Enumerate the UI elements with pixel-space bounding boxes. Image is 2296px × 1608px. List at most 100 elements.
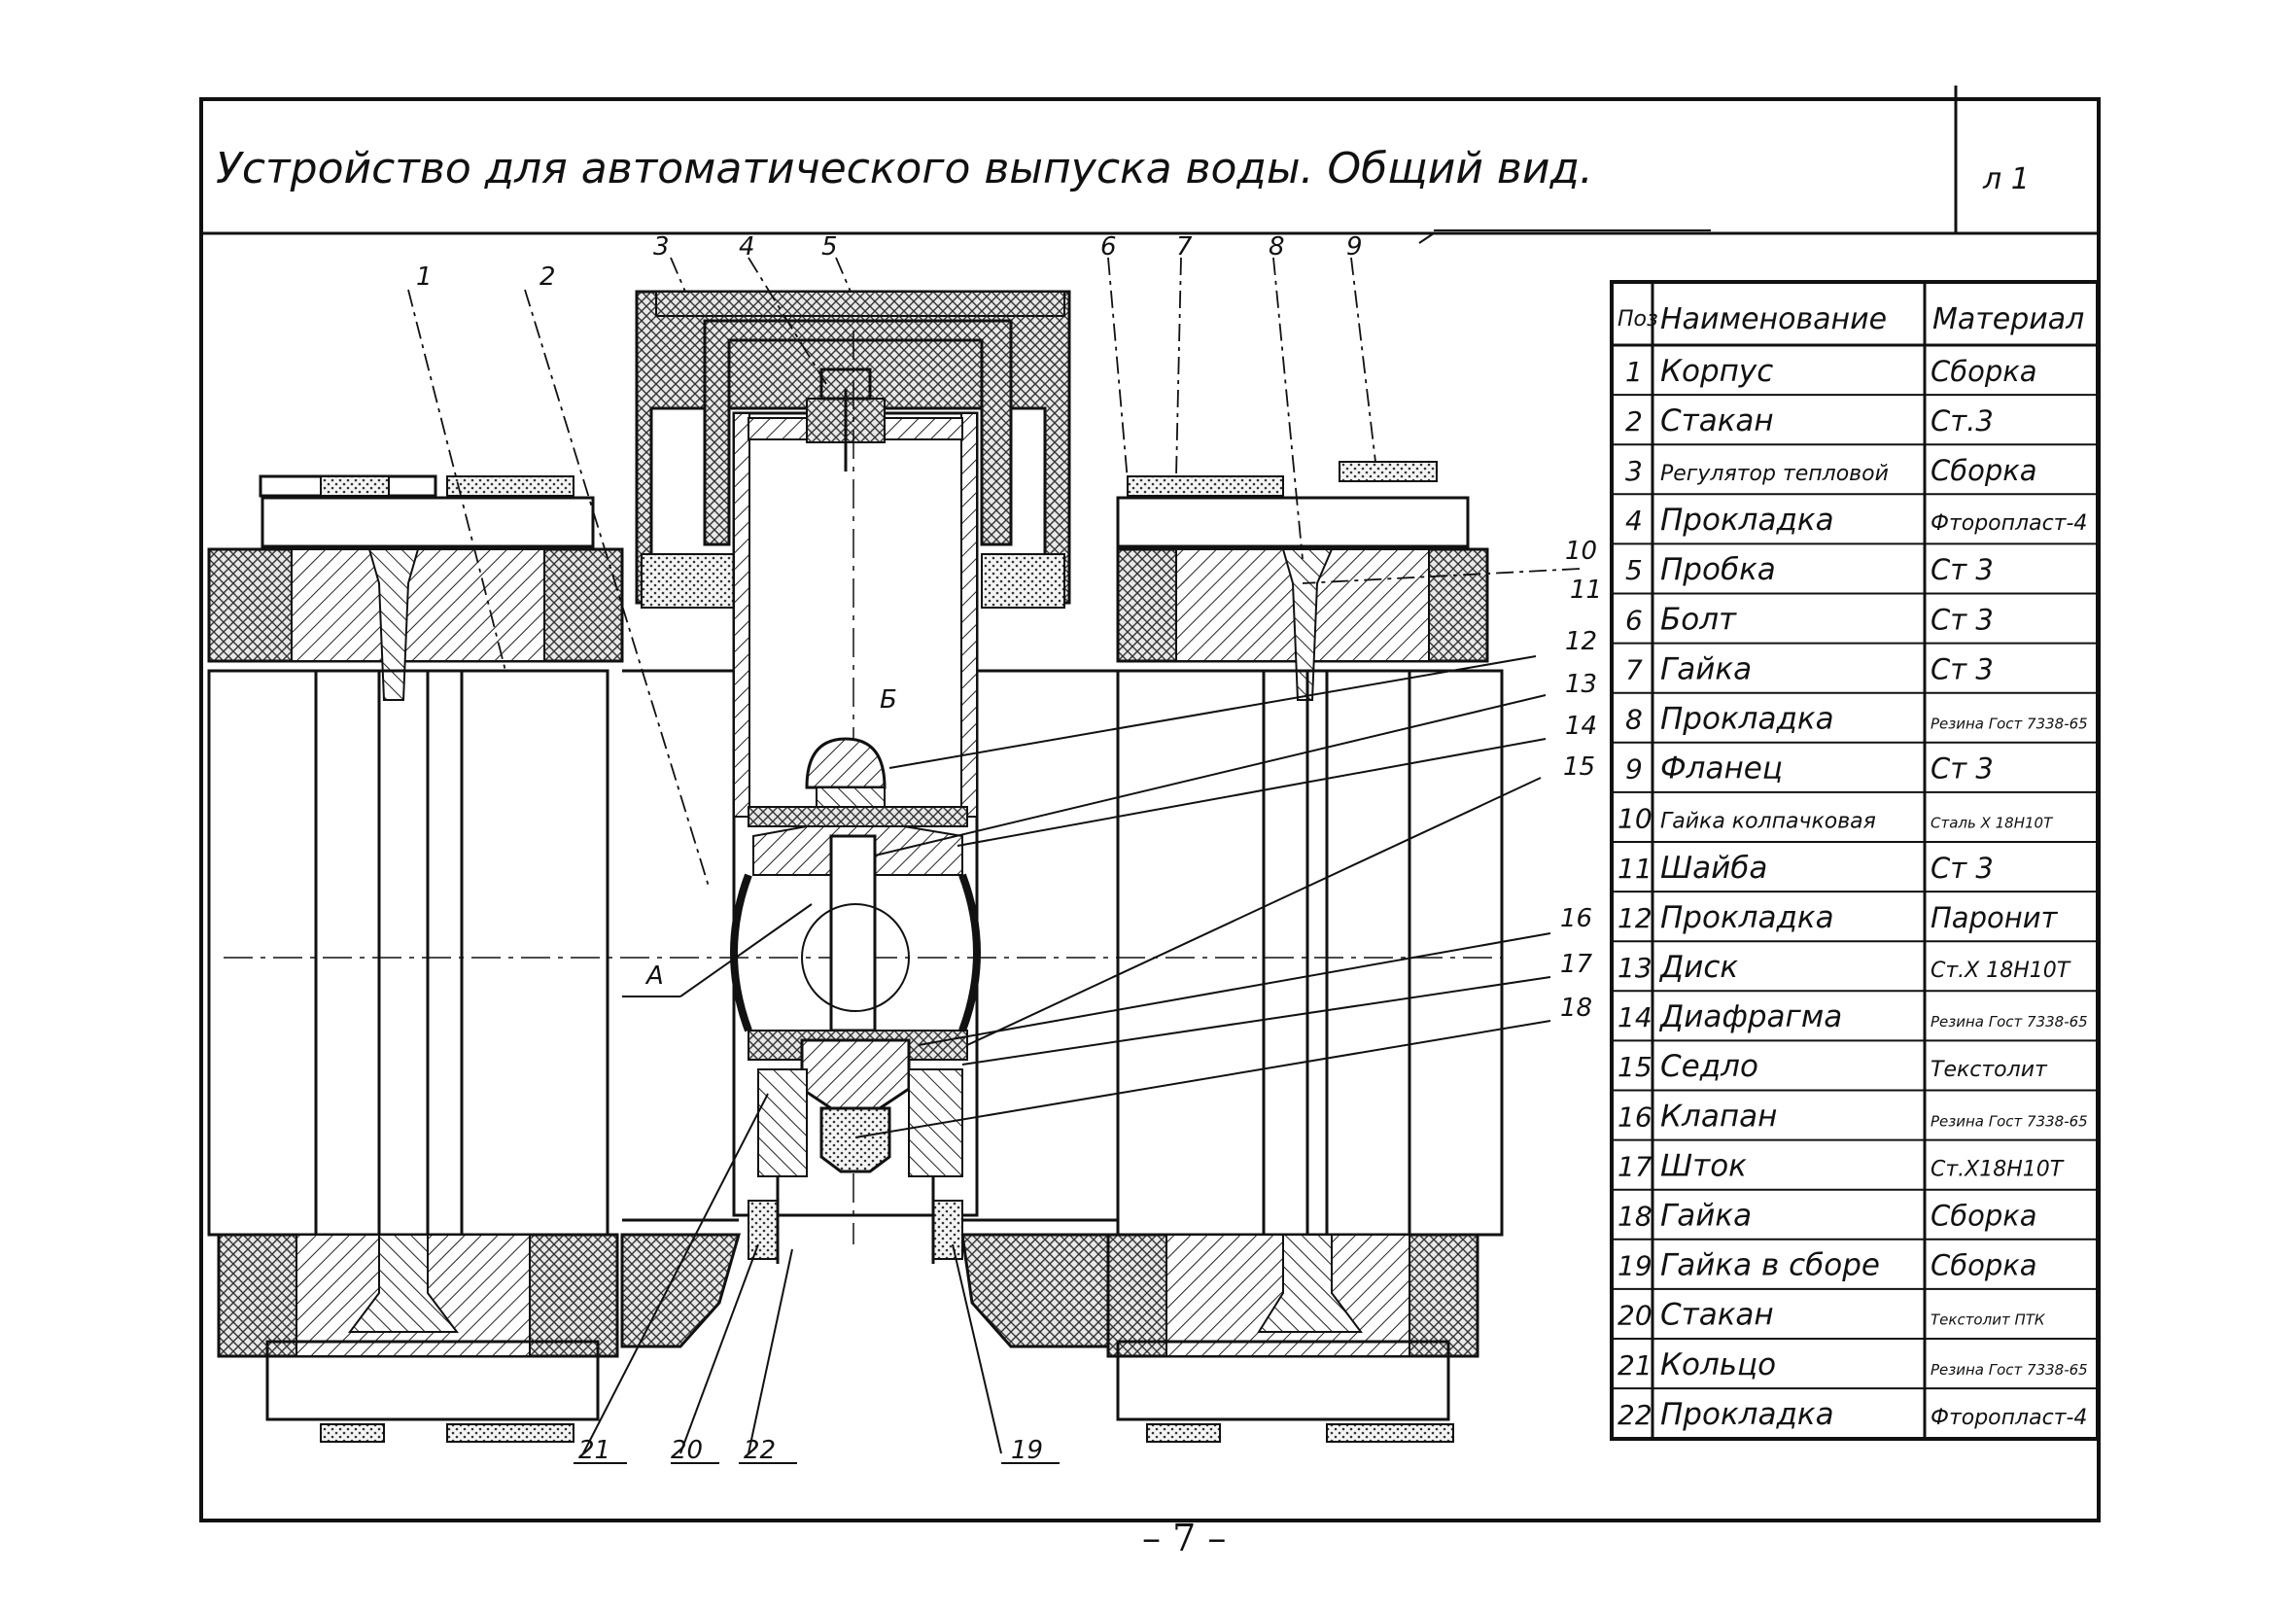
callout-11: 11	[1570, 576, 1602, 605]
callout-6: 6	[1100, 232, 1117, 262]
section-label-b: Б	[880, 685, 897, 715]
table-header-name: Наименование	[1660, 302, 1887, 336]
table-cell-pos: 22	[1618, 1399, 1652, 1431]
table-cell-pos: 1	[1625, 356, 1643, 388]
cylinder-2	[732, 331, 979, 1244]
table-cell-material: Резина Гост 7338-65	[1931, 1112, 2088, 1130]
callout-12: 12	[1565, 627, 1597, 656]
table-cell-material: Фторопласт-4	[1931, 1406, 2087, 1430]
table-cell-pos: 13	[1618, 952, 1652, 984]
table-cell-pos: 2	[1625, 405, 1643, 437]
table-cell-material: Ст 3	[1931, 752, 1994, 786]
callout-21: 21	[578, 1436, 610, 1465]
table-cell-material: Ст 3	[1931, 652, 1994, 685]
table-cell-material: Сборка	[1931, 1249, 2037, 1282]
callout-5: 5	[821, 232, 838, 262]
table-cell-pos: 18	[1618, 1200, 1652, 1232]
callout-numbers: 1 2 3 4 5 6 7 8 9 10 11 12 13 14 15 16 1…	[416, 232, 1602, 1465]
thermal-regulator-cap	[635, 290, 1071, 609]
table-cell-material: Ст 3	[1931, 553, 1994, 586]
table-cell-name: Болт	[1660, 602, 1737, 637]
table-cell-material: Фторопласт-4	[1931, 511, 2087, 536]
table-cell-name: Гайка колпачковая	[1660, 810, 1876, 834]
table-cell-pos: 11	[1618, 853, 1652, 885]
table-cell-material: Ст.Х18Н10Т	[1931, 1157, 2065, 1181]
table-cell-material: Текстолит ПТК	[1931, 1311, 2046, 1329]
table-cell-pos: 4	[1625, 505, 1643, 537]
callout-15: 15	[1563, 752, 1595, 782]
table-cell-pos: 19	[1618, 1250, 1652, 1282]
table-cell-material: Сталь Х 18Н10Т	[1931, 815, 2054, 832]
table-cell-material: Текстолит	[1931, 1058, 2048, 1082]
table-cell-material: Ст.Х 18Н10Т	[1931, 959, 2071, 983]
section-label-a: А	[644, 961, 664, 991]
callout-18: 18	[1560, 994, 1592, 1023]
table-cell-pos: 20	[1618, 1300, 1652, 1332]
callout-13: 13	[1565, 670, 1597, 699]
callout-19: 19	[1011, 1436, 1043, 1465]
callout-10: 10	[1565, 537, 1597, 566]
drawing-title: Устройство для автоматического выпуска в…	[216, 144, 1593, 193]
table-cell-name: Гайка в сборе	[1660, 1248, 1880, 1283]
table-cell-name: Прокладка	[1660, 701, 1834, 736]
table-header-pos: Поз	[1618, 307, 1658, 332]
table-cell-name: Шайба	[1660, 851, 1767, 886]
valve-mechanism	[730, 737, 981, 1264]
table-cell-pos: 5	[1625, 554, 1643, 586]
table-cell-material: Резина Гост 7338-65	[1931, 715, 2088, 732]
left-flange-assembly	[207, 474, 624, 1443]
table-cell-pos: 10	[1618, 803, 1652, 835]
table-cell-name: Пробка	[1660, 552, 1776, 587]
table-cell-name: Диск	[1658, 950, 1738, 985]
table-cell-material: Паронит	[1931, 901, 2059, 934]
table-cell-name: Стакан	[1660, 403, 1774, 438]
callout-2: 2	[539, 262, 556, 292]
callout-22: 22	[744, 1436, 776, 1465]
table-cell-name: Диафрагма	[1658, 999, 1842, 1034]
table-cell-pos: 14	[1618, 1001, 1652, 1033]
callout-7: 7	[1176, 232, 1193, 262]
table-cell-pos: 21	[1618, 1349, 1652, 1381]
table-cell-pos: 12	[1618, 902, 1652, 934]
table-cell-material: Резина Гост 7338-65	[1931, 1013, 2088, 1031]
table-cell-name: Прокладка	[1660, 1397, 1834, 1432]
table-cell-pos: 9	[1625, 753, 1643, 786]
table-cell-name: Кольцо	[1660, 1347, 1776, 1382]
table-header-material: Материал	[1932, 302, 2084, 336]
table-cell-material: Резина Гост 7338-65	[1931, 1361, 2088, 1379]
table-cell-name: Корпус	[1660, 354, 1773, 389]
callout-17: 17	[1560, 950, 1593, 979]
table-cell-name: Гайка	[1660, 651, 1752, 686]
callout-4: 4	[739, 232, 755, 262]
table-cell-pos: 6	[1625, 604, 1643, 636]
leader-lines	[407, 257, 1581, 891]
table-cell-pos: 15	[1618, 1051, 1652, 1083]
table-cell-material: Ст 3	[1931, 603, 1994, 636]
table-cell-pos: 7	[1625, 653, 1643, 685]
table-cell-name: Гайка	[1660, 1198, 1752, 1233]
callout-20: 20	[671, 1436, 703, 1465]
table-cell-name: Седло	[1660, 1049, 1758, 1084]
table-cell-name: Клапан	[1660, 1099, 1777, 1134]
page-number: – 7 –	[1142, 1517, 1227, 1559]
callout-14: 14	[1565, 712, 1597, 741]
leader-lines-solid	[574, 229, 1711, 1464]
table-cell-pos: 17	[1618, 1150, 1652, 1182]
table-cell-pos: 3	[1625, 455, 1643, 487]
table-cell-material: Ст.3	[1931, 404, 1994, 437]
table-cell-pos: 16	[1618, 1101, 1652, 1133]
table-cell-name: Фланец	[1660, 752, 1783, 787]
callout-8: 8	[1269, 232, 1285, 262]
callout-3: 3	[653, 232, 670, 262]
table-cell-name: Шток	[1660, 1148, 1747, 1183]
table-cell-name: Прокладка	[1660, 900, 1834, 935]
table-cell-material: Сборка	[1931, 454, 2037, 487]
pipe-body	[224, 669, 1502, 1348]
table-cell-name: Прокладка	[1660, 503, 1834, 538]
right-flange-assembly	[1106, 461, 1504, 1443]
table-cell-pos: 8	[1625, 703, 1643, 735]
sheet-number: л 1	[1982, 162, 2030, 196]
callout-9: 9	[1346, 232, 1363, 262]
